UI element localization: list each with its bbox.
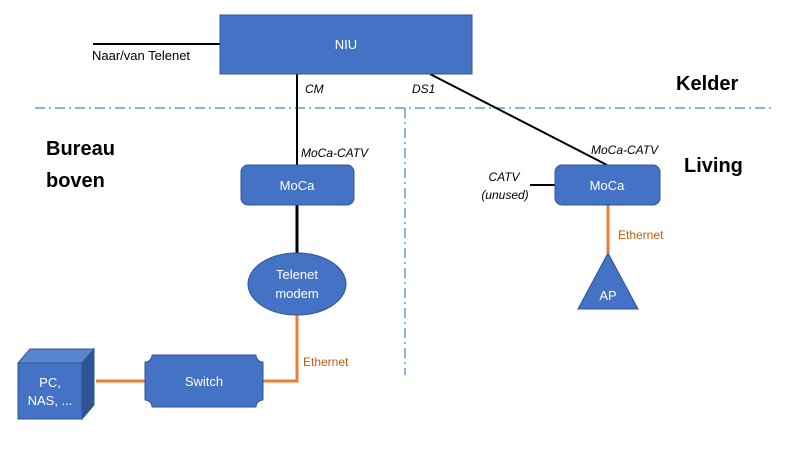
ds1-line [429, 73, 608, 166]
modem-label-line2: modem [275, 286, 318, 301]
cm-label: CM [305, 82, 324, 96]
modem-label-line1: Telenet [276, 267, 318, 282]
naar-van-telenet-label: Naar/van Telenet [92, 48, 190, 63]
ethernet-left-label: Ethernet [303, 355, 349, 369]
unused-label: (unused) [481, 188, 528, 202]
pc-cube-top [16, 348, 96, 364]
pc-label-line2: NAS, ... [28, 393, 73, 408]
moca-catv-right-label: MoCa-CATV [591, 143, 659, 157]
niu-label: NIU [335, 37, 357, 52]
ds1-label: DS1 [412, 82, 435, 96]
telenet-modem-ellipse [247, 252, 347, 316]
niu-box [219, 14, 473, 75]
moca-catv-left-label: MoCa-CATV [301, 146, 369, 160]
moca-right-box [554, 164, 661, 206]
moca-left-box [240, 164, 355, 206]
ap-label: AP [599, 288, 616, 303]
switch-shape [144, 354, 264, 408]
switch-label: Switch [185, 374, 223, 389]
zone-kelder-title: Kelder [676, 73, 738, 95]
moca-right-label: MoCa [590, 178, 625, 193]
pc-label-line1: PC, [39, 375, 61, 390]
zone-bureau-title-line2: boven [46, 170, 105, 192]
catv-label: CATV [488, 170, 520, 184]
moca-left-label: MoCa [280, 178, 315, 193]
zone-living-title: Living [684, 155, 743, 177]
modem-switch-ethernet-line [263, 314, 299, 383]
ap-triangle [577, 251, 639, 310]
pc-cube-front [17, 362, 83, 420]
ethernet-right-label: Ethernet [618, 228, 664, 242]
zone-bureau-title-line1: Bureau [46, 138, 115, 160]
